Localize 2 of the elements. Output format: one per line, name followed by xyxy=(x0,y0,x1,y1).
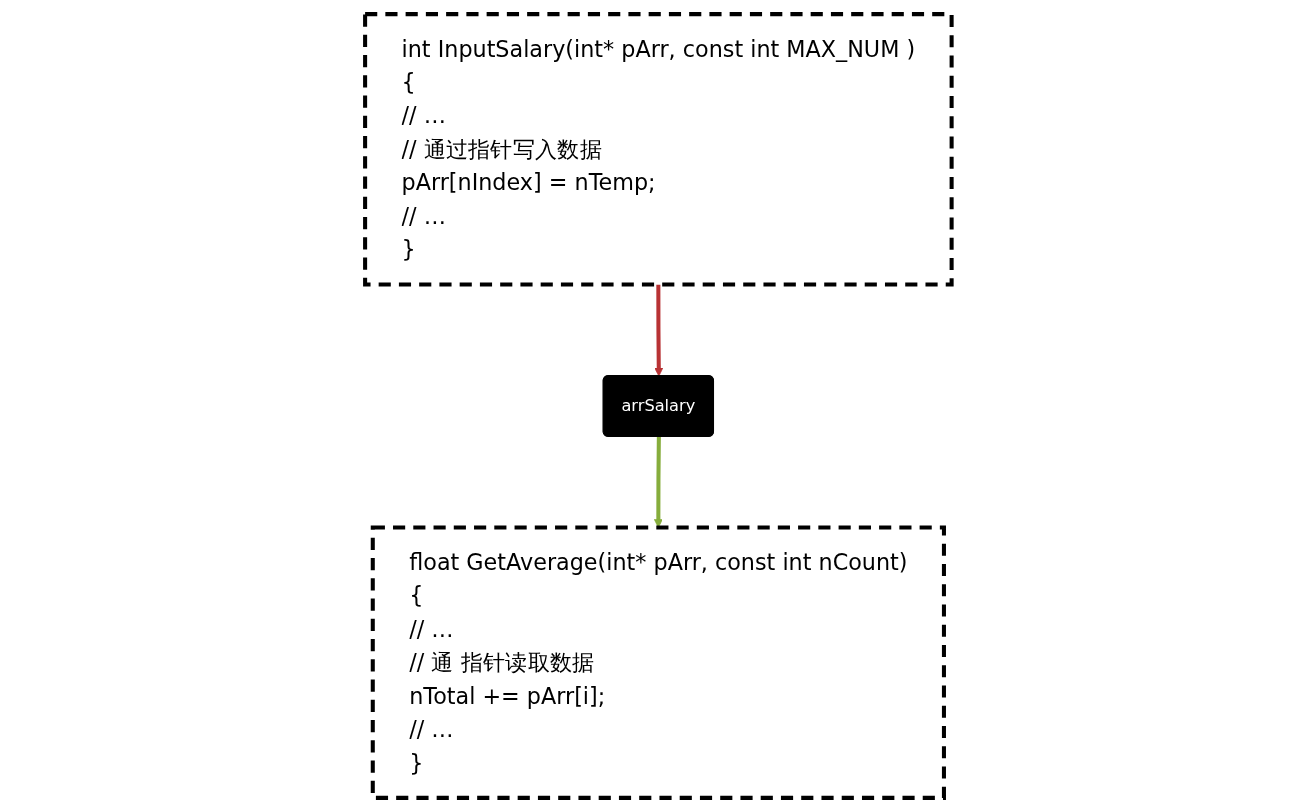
node-box: int InputSalary(int* pArr, const int MAX_NUM ) { // … // 通过指针写入数据 pArr[nIndex] = nTemp; // … } xyxy=(362,12,954,287)
node-box: float GetAverage(int* pArr, const int nCount) { // … // 通 指针读取数据 nTotal += pArr[i]; // … } xyxy=(370,525,946,800)
